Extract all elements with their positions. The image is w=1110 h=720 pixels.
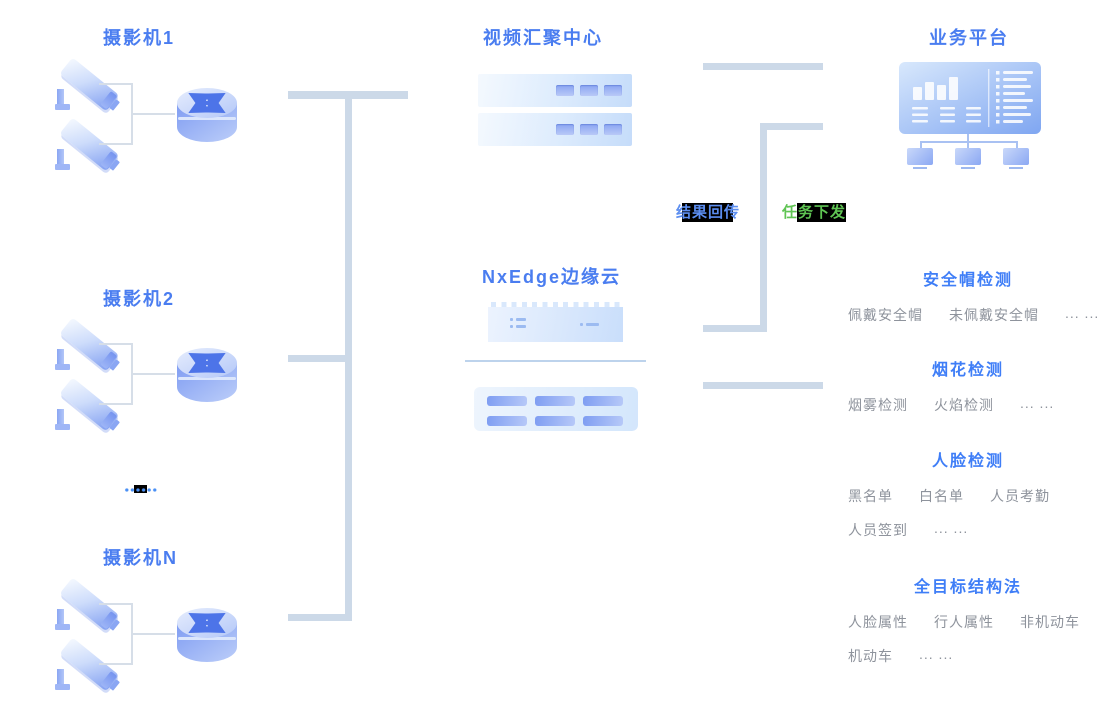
section-title: 全目标结构法 bbox=[913, 579, 1022, 596]
router-icon bbox=[177, 608, 237, 662]
link-line bbox=[131, 113, 175, 115]
edge-divider-line bbox=[465, 360, 646, 362]
camera-cluster-1 bbox=[55, 57, 245, 185]
section-title: 烟花检测 bbox=[931, 362, 1004, 379]
link-line bbox=[99, 663, 132, 665]
server-icon bbox=[478, 113, 632, 146]
capability-item: 白名单 bbox=[919, 488, 964, 504]
camera-icon bbox=[55, 57, 131, 119]
platform-link-line bbox=[920, 141, 1018, 143]
platform-link-line bbox=[1016, 143, 1018, 149]
section-smoke-fire-detection: 烟花检测 烟雾检测 火焰检测 ... ... bbox=[848, 356, 1088, 429]
camera2-title: 摄影机2 bbox=[103, 289, 176, 309]
flow-line-bracket bbox=[703, 325, 767, 332]
video-hub-title: 视频汇聚中心 bbox=[483, 28, 603, 48]
flow-line-top bbox=[703, 63, 823, 70]
capability-item: 未佩戴安全帽 bbox=[949, 307, 1039, 323]
section-title: 安全帽检测 bbox=[922, 272, 1013, 289]
router-icon bbox=[177, 348, 237, 402]
bus-line bbox=[288, 614, 352, 621]
flow-line-bracket bbox=[760, 123, 823, 130]
dashboard-icon bbox=[899, 62, 1041, 134]
camera-icon bbox=[55, 317, 131, 379]
platform-title: 业务平台 bbox=[929, 28, 1009, 48]
capability-item: 人员考勤 bbox=[990, 488, 1050, 504]
camera-icon bbox=[55, 117, 131, 179]
link-line bbox=[131, 373, 175, 375]
link-line bbox=[99, 403, 132, 405]
capability-item: 行人属性 bbox=[934, 614, 994, 630]
capability-item: 佩戴安全帽 bbox=[848, 307, 923, 323]
task-dispatch-label: 任务下发 bbox=[782, 203, 847, 222]
capability-item: 烟雾检测 bbox=[848, 397, 908, 413]
bus-line bbox=[288, 355, 352, 362]
camera-cluster-2 bbox=[55, 317, 245, 445]
more-cameras-ellipsis bbox=[124, 485, 158, 493]
capability-item: 人脸属性 bbox=[848, 614, 908, 630]
monitor-icon bbox=[907, 148, 933, 169]
link-line bbox=[99, 143, 132, 145]
link-line bbox=[99, 83, 132, 85]
section-helmet-detection: 安全帽检测 佩戴安全帽 未佩戴安全帽 ... ... bbox=[848, 266, 1098, 339]
platform-link-line bbox=[920, 143, 922, 149]
router-icon bbox=[177, 88, 237, 142]
link-line bbox=[131, 633, 175, 635]
camera-icon bbox=[55, 637, 131, 699]
flow-line-bracket bbox=[760, 123, 767, 332]
result-return-label: 结果回传 bbox=[676, 203, 741, 222]
platform-link-line bbox=[967, 143, 969, 149]
capability-item: ... ... bbox=[1065, 305, 1100, 321]
edge-chip-icon bbox=[488, 302, 623, 342]
capability-item: 非机动车 bbox=[1020, 614, 1080, 630]
server-icon bbox=[478, 74, 632, 107]
link-line bbox=[99, 343, 132, 345]
capability-item: 黑名单 bbox=[848, 488, 893, 504]
bus-line bbox=[288, 91, 408, 99]
camera1-title: 摄影机1 bbox=[103, 28, 176, 48]
capability-item: ... ... bbox=[919, 646, 954, 662]
camera-icon bbox=[55, 377, 131, 439]
cameraN-title: 摄影机N bbox=[103, 548, 178, 568]
section-full-target-structuring: 全目标结构法 人脸属性 行人属性 非机动车 机动车 ... ... bbox=[848, 573, 1088, 680]
platform-link-line bbox=[967, 134, 969, 142]
capability-item: 人员签到 bbox=[848, 522, 908, 538]
camera-icon bbox=[55, 577, 131, 639]
blade-server-icon bbox=[474, 387, 638, 431]
section-title: 人脸检测 bbox=[931, 453, 1004, 470]
edge-cloud-title: NxEdge边缘云 bbox=[482, 267, 622, 287]
monitor-icon bbox=[1003, 148, 1029, 169]
section-face-detection: 人脸检测 黑名单 白名单 人员考勤 人员签到 ... ... bbox=[848, 447, 1088, 554]
flow-line-bottom bbox=[703, 382, 823, 389]
camera-cluster-n bbox=[55, 577, 245, 705]
capability-item: ... ... bbox=[1020, 395, 1055, 411]
monitor-icon bbox=[955, 148, 981, 169]
capability-item: 机动车 bbox=[848, 648, 893, 664]
link-line bbox=[99, 603, 132, 605]
capability-item: 火焰检测 bbox=[934, 397, 994, 413]
capability-item: ... ... bbox=[934, 520, 969, 536]
